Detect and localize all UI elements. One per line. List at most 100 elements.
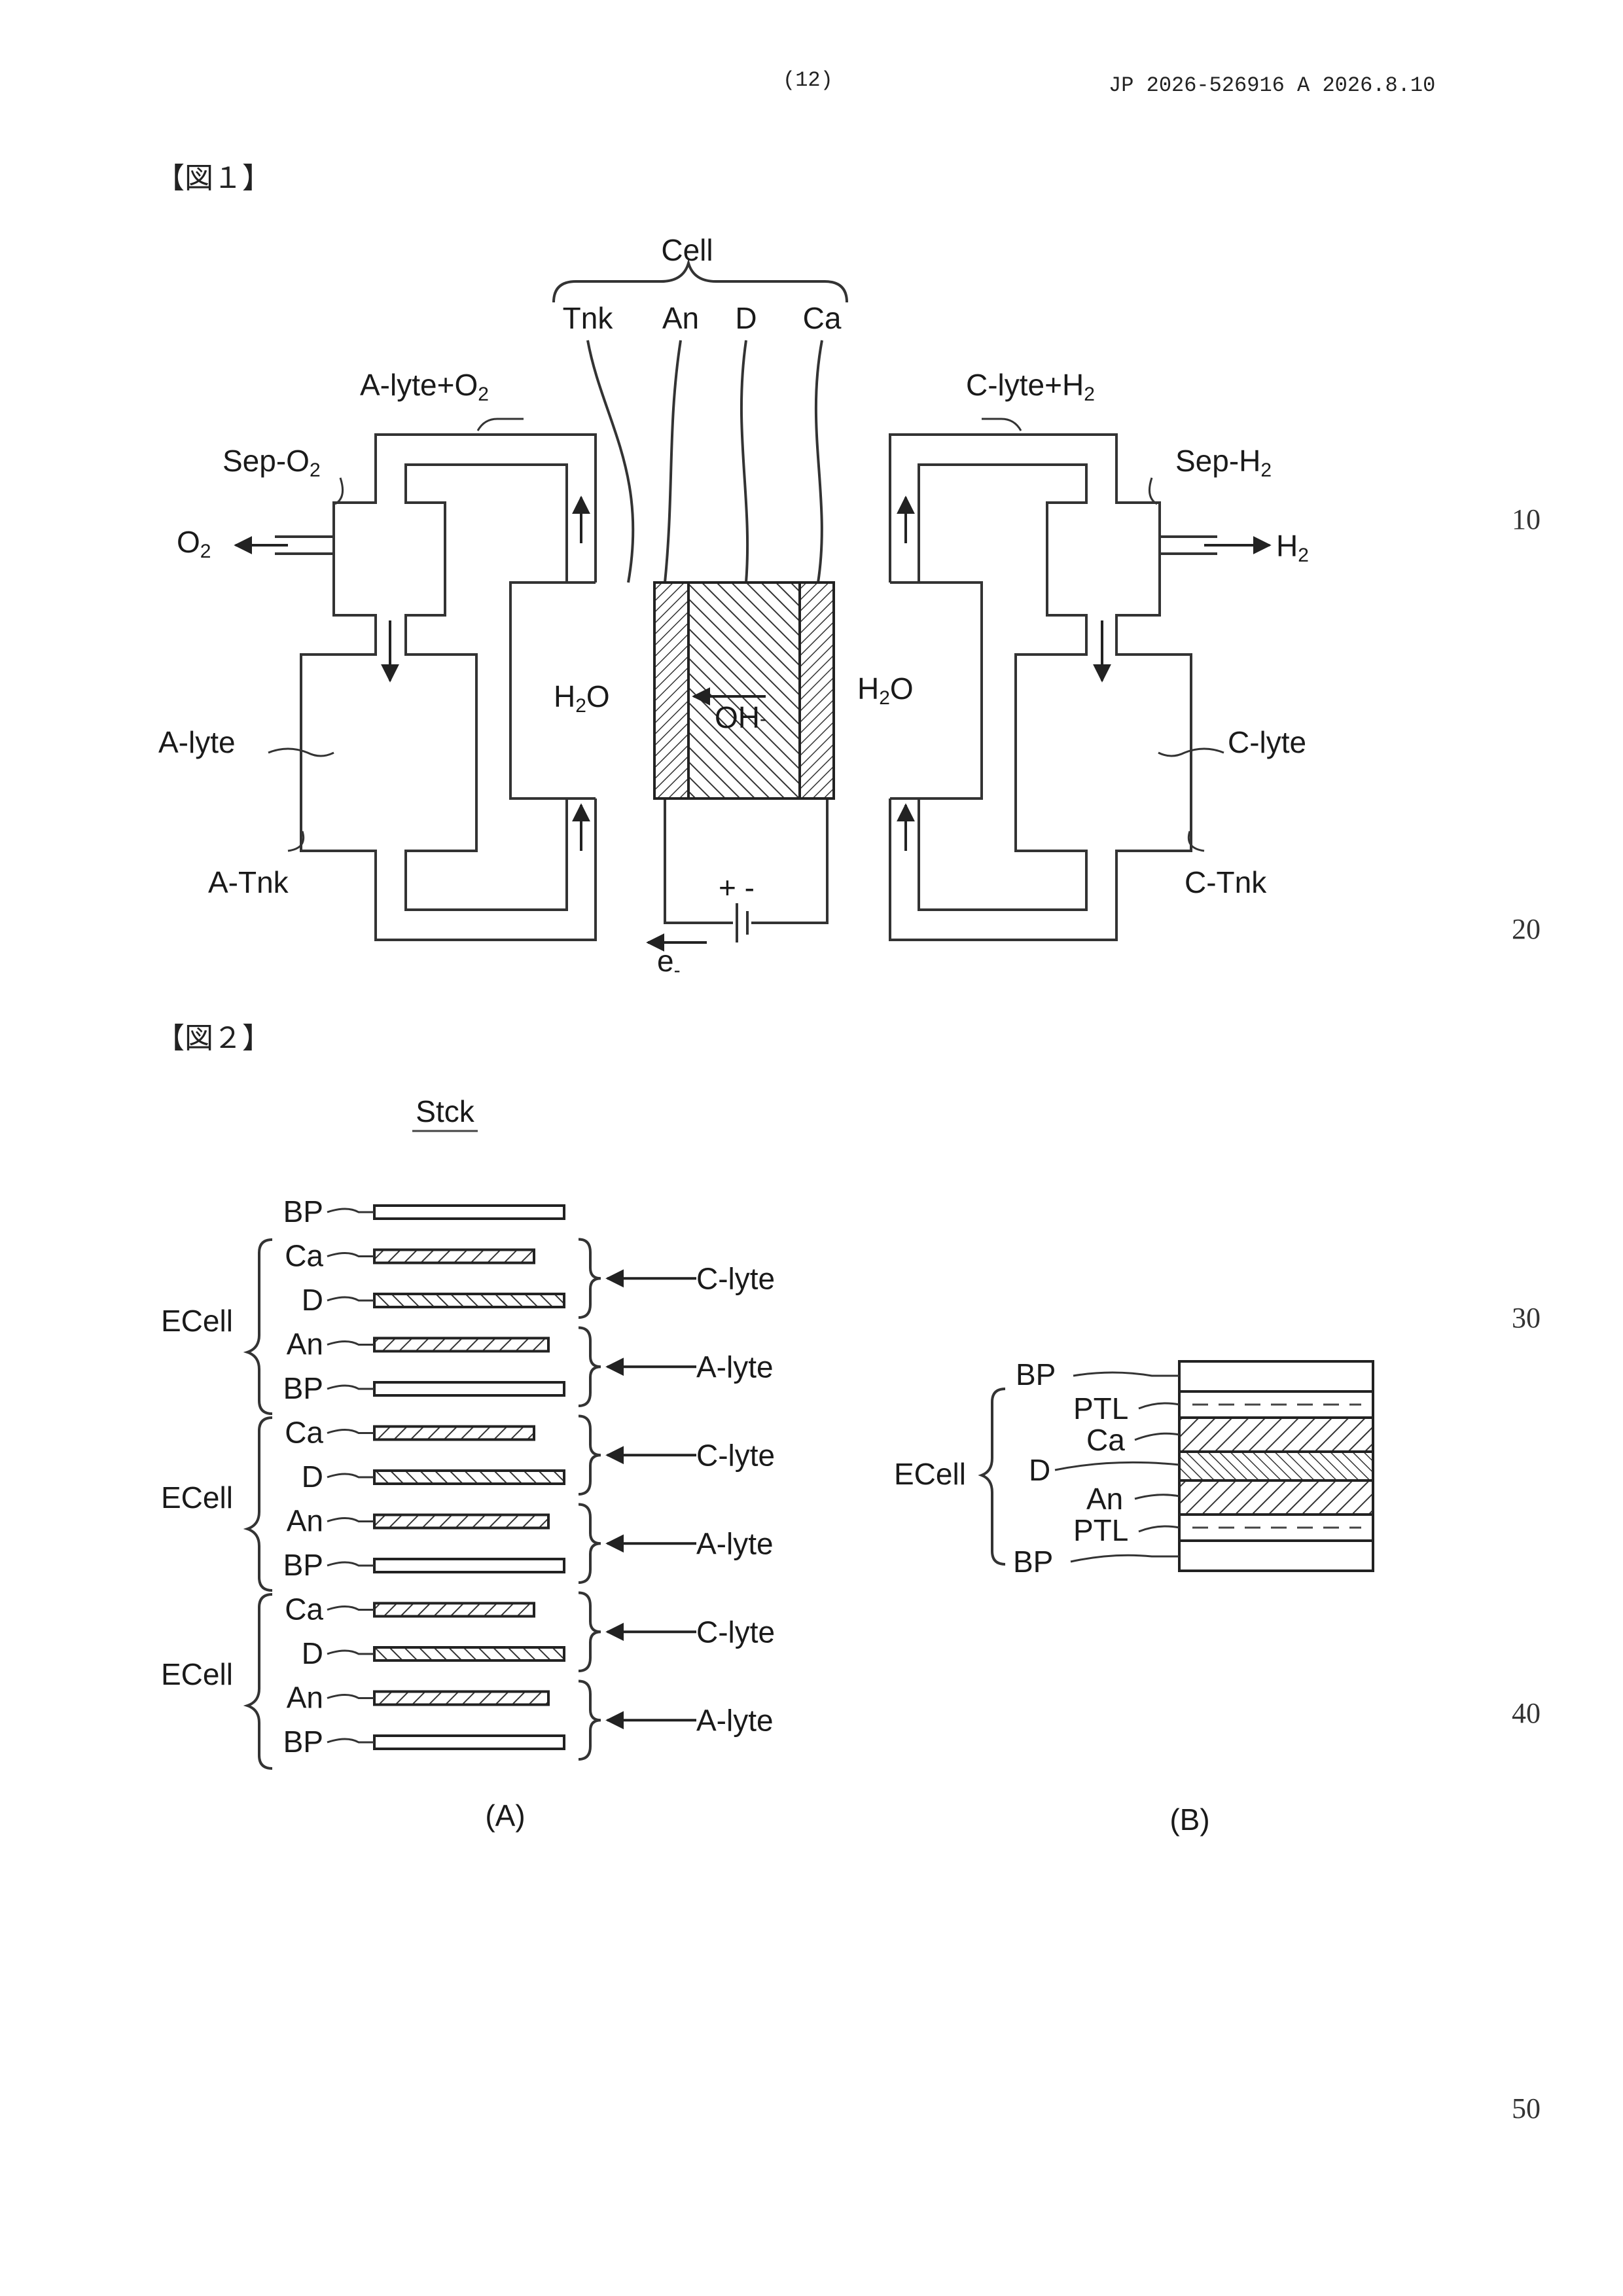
flow-label-c-lyte-4: C-lyte [696, 1615, 775, 1649]
stack-leader-8 [327, 1562, 374, 1566]
stack-label-ca-9: Ca [285, 1592, 323, 1626]
stack-layer-d-6 [374, 1471, 564, 1484]
cs-label-ca: Ca [1086, 1423, 1125, 1457]
stack-label-d-6: D [302, 1460, 323, 1494]
cs-d [1179, 1452, 1373, 1480]
cell-brace [554, 263, 847, 302]
figure-2b-diagram: BP PTL Ca D An PTL BP ECell (B) [894, 1357, 1373, 1837]
stack-flows: C-lyteA-lyteC-lyteA-lyteC-lyteA-lyte [579, 1240, 775, 1760]
ecell-label-a3: ECell [161, 1657, 233, 1691]
stack-leader-2 [327, 1297, 374, 1300]
stack-label-d-2: D [302, 1283, 323, 1317]
stack-leader-1 [327, 1253, 374, 1257]
stack-leader-3 [327, 1342, 374, 1345]
figure-2a-diagram: Stck BPCaDAnBPCaDAnBPCaDAnBP C-lyteA-lyt… [161, 1094, 775, 1833]
anode-outlet-label: A-lyte+O2 [360, 368, 489, 405]
cell-part-ca: Ca [803, 301, 842, 335]
stack-label-ca-1: Ca [285, 1239, 323, 1273]
cs-ca [1179, 1418, 1373, 1452]
anode-layer [654, 583, 688, 798]
caption-b: (B) [1169, 1803, 1209, 1837]
ca-leader [816, 340, 822, 583]
stack-leader-0 [327, 1209, 374, 1212]
flow-label-a-lyte-3: A-lyte [696, 1526, 774, 1560]
stack-layer-an-11 [374, 1692, 548, 1705]
stack-leader-4 [327, 1386, 374, 1389]
stack-label-an-7: An [287, 1504, 323, 1538]
stack-layers [327, 1206, 564, 1749]
d-leader [741, 340, 747, 583]
c-tank-label: C-Tnk [1185, 865, 1267, 899]
flow-label-c-lyte-2: C-lyte [696, 1438, 775, 1472]
left-outer-loop [301, 435, 596, 940]
flow-brace-4 [579, 1593, 601, 1672]
cathode-outlet-label: C-lyte+H2 [966, 368, 1095, 405]
ecell-braces-a [247, 1240, 272, 1768]
h2-label: H2 [1276, 529, 1309, 566]
stack-label-d-10: D [302, 1636, 323, 1670]
stack-layer-an-7 [374, 1515, 548, 1528]
stack-leader-10 [327, 1651, 374, 1654]
stack-label-an-3: An [287, 1327, 323, 1361]
stack-label-bp-12: BP [283, 1725, 323, 1759]
cathode-layer [800, 583, 834, 798]
stack-label-an-11: An [287, 1681, 323, 1715]
stack-label-ca-5: Ca [285, 1416, 323, 1450]
cs-label-ptl-top: PTL [1073, 1391, 1128, 1426]
cs-bp-bottom [1179, 1541, 1373, 1571]
a-tank-label: A-Tnk [208, 865, 289, 899]
flow-brace-2 [579, 1416, 601, 1495]
stack-leader-5 [327, 1430, 374, 1433]
flow-brace-0 [579, 1240, 601, 1318]
cs-label-ptl-bottom: PTL [1073, 1513, 1128, 1547]
o2-label: O2 [177, 525, 211, 562]
stack-label: Stck [416, 1094, 474, 1128]
stack-layer-d-2 [374, 1294, 564, 1307]
ecell-label-b: ECell [894, 1457, 966, 1491]
sep-o2-label: Sep-O2 [223, 444, 321, 481]
flow-brace-5 [579, 1681, 601, 1760]
flow-brace-3 [579, 1505, 601, 1583]
flow-brace-1 [579, 1328, 601, 1407]
stack-layer-labels: BPCaDAnBPCaDAnBPCaDAnBP [283, 1194, 324, 1759]
cs-bp-top [1179, 1361, 1373, 1391]
stack-layer-an-3 [374, 1338, 548, 1352]
left-water-chamber [510, 583, 596, 798]
stack-leader-12 [327, 1739, 374, 1742]
flow-label-c-lyte-0: C-lyte [696, 1261, 775, 1295]
cell-part-d: D [735, 301, 757, 335]
stack-layer-bp-4 [374, 1382, 564, 1395]
ecell-label-a1: ECell [161, 1304, 233, 1338]
stack-leader-11 [327, 1695, 374, 1698]
a-lyte-label: A-lyte [158, 725, 236, 759]
water-left-label: H2O [554, 679, 610, 717]
stack-layer-ca-5 [374, 1427, 534, 1440]
battery-polarity-label: + - [719, 870, 755, 905]
ecell-brace-b [982, 1389, 1005, 1564]
cell-part-tnk: Tnk [563, 301, 614, 335]
stack-label-bp-8: BP [283, 1548, 323, 1582]
diaphragm-layer [688, 583, 800, 798]
stack-label-bp-4: BP [283, 1371, 323, 1405]
stack-layer-bp-8 [374, 1559, 564, 1572]
caption-a: (A) [485, 1799, 525, 1833]
flow-label-a-lyte-5: A-lyte [696, 1703, 774, 1737]
stack-leader-9 [327, 1607, 374, 1610]
ecell-label-a2: ECell [161, 1480, 233, 1515]
electron-label: e- [657, 944, 681, 981]
cs-an [1179, 1480, 1373, 1515]
stack-leader-7 [327, 1518, 374, 1522]
left-inner-loop [406, 465, 567, 910]
cell-part-an: An [662, 301, 699, 335]
cs-label-an: An [1086, 1482, 1123, 1516]
flow-label-a-lyte-1: A-lyte [696, 1350, 774, 1384]
cell-stack [654, 583, 834, 798]
stack-label-bp-0: BP [283, 1194, 323, 1229]
cs-label-bp-top: BP [1016, 1357, 1056, 1391]
stack-layer-ca-1 [374, 1250, 534, 1263]
stack-layer-bp-0 [374, 1206, 564, 1219]
cell-label: Cell [661, 233, 713, 267]
sep-h2-label: Sep-H2 [1175, 444, 1272, 481]
